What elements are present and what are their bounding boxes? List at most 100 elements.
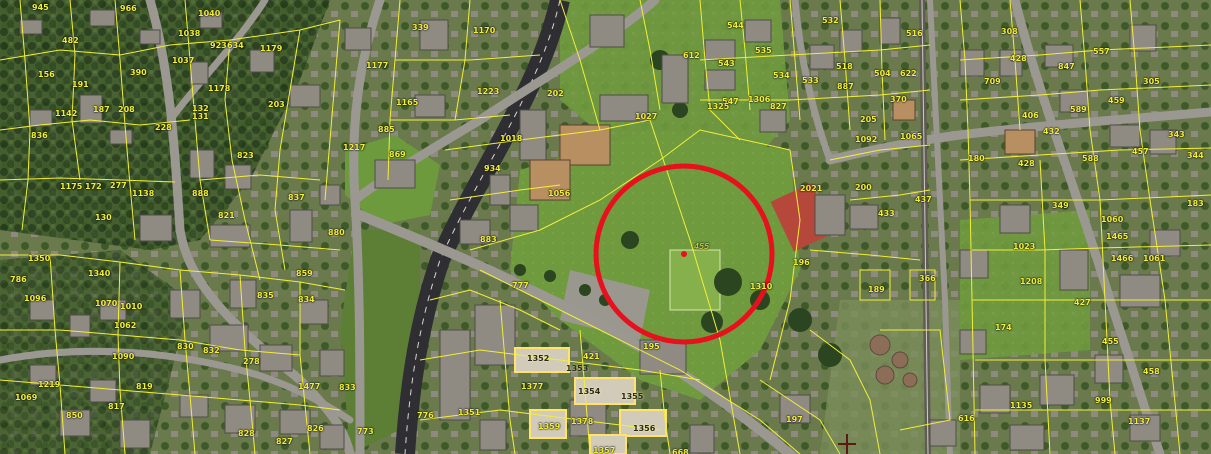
parcel-label-p57: 1090 — [112, 352, 135, 361]
parcel-label-p32: 339 — [412, 23, 429, 32]
parcel-label-p127: 349 — [1052, 201, 1069, 210]
parcel-label-p52: 835 — [257, 291, 274, 300]
parcel-label-p21: 131 — [192, 112, 209, 121]
parcel-label-p70: 1352 — [527, 354, 550, 363]
parcel-label-p58: 278 — [243, 357, 260, 366]
parcel-label-p102: 1065 — [900, 132, 923, 141]
parcel-label-p125: 457 — [1132, 147, 1149, 156]
parcel-label-p90: 518 — [836, 62, 853, 71]
parcel-label-p12: 191 — [72, 80, 89, 89]
parcel-label-p93: 547 — [722, 97, 739, 106]
parcel-label-p82: 777 — [512, 281, 529, 290]
parcel-label-p139: 1135 — [1010, 401, 1033, 410]
parcel-label-p40: 202 — [547, 89, 564, 98]
parcel-label-p22: 1175 — [60, 182, 83, 191]
focus-circle[interactable] — [593, 163, 775, 345]
parcel-label-p73: 1377 — [521, 382, 544, 391]
parcel-label-p100: 205 — [860, 115, 877, 124]
parcel-label-p16: 208 — [118, 105, 135, 114]
parcel-label-p34: 1177 — [366, 61, 389, 70]
parcel-label-p59: 1219 — [38, 380, 61, 389]
parcel-label-p2: 966 — [120, 4, 137, 13]
parcel-label-p83: 195 — [643, 342, 660, 351]
parcel-label-p19: 228 — [155, 123, 172, 132]
parcel-label-p135: 427 — [1074, 298, 1091, 307]
parcel-label-p69: 773 — [357, 427, 374, 436]
parcel-label-p18: 836 — [31, 131, 48, 140]
parcel-label-p120: 432 — [1043, 127, 1060, 136]
parcel-label-p44: 1056 — [548, 189, 571, 198]
parcel-label-p65: 827 — [276, 437, 293, 446]
parcel-label-p20: 132 — [192, 104, 209, 113]
parcel-label-p74: 1354 — [578, 387, 601, 396]
parcel-label-p92: 1306 — [748, 95, 771, 104]
parcel-label-p129: 1060 — [1101, 215, 1124, 224]
parcel-label-p62: 850 — [66, 411, 83, 420]
parcel-label-p88: 534 — [773, 71, 790, 80]
parcel-label-p53: 834 — [298, 295, 315, 304]
parcel-label-p146: 1310 — [750, 282, 773, 291]
parcel-label-p64: 828 — [238, 429, 255, 438]
parcel-label-p131: 1465 — [1106, 232, 1129, 241]
parcel-label-p41: 1018 — [500, 134, 523, 143]
parcel-label-p124: 588 — [1082, 154, 1099, 163]
parcel-label-p71: 421 — [583, 352, 600, 361]
parcel-label-p91: 612 — [683, 51, 700, 60]
parcel-label-p97: 504 — [874, 69, 891, 78]
parcel-label-p126: 344 — [1187, 151, 1204, 160]
parcel-label-p122: 180 — [968, 154, 985, 163]
parcel-label-p86: 535 — [755, 46, 772, 55]
parcel-label-p66: 826 — [307, 424, 324, 433]
parcel-label-p60: 819 — [136, 382, 153, 391]
parcel-label-p51: 1062 — [114, 321, 137, 330]
parcel-label-p23: 172 — [85, 182, 102, 191]
parcel-label-p4: 482 — [62, 36, 79, 45]
parcel-label-p48: 1096 — [24, 294, 47, 303]
focus-point-marker[interactable] — [681, 251, 687, 257]
parcel-label-p101: 1092 — [855, 135, 878, 144]
parcel-label-p137: 455 — [1102, 337, 1119, 346]
parcel-label-p6: 923 — [210, 41, 227, 50]
parcel-label-p132: 1466 — [1111, 254, 1134, 263]
parcel-label-p7: 634 — [227, 41, 244, 50]
parcel-label-p109: 366 — [919, 274, 936, 283]
parcel-label-p45: 883 — [480, 235, 497, 244]
parcel-label-p76: 1355 — [621, 392, 644, 401]
parcel-label-p54: 859 — [296, 269, 313, 278]
parcel-label-p111: 308 — [1001, 27, 1018, 36]
parcel-label-p72: 1353 — [566, 364, 589, 373]
parcel-label-p33: 1170 — [473, 26, 496, 35]
parcel-label-p98: 622 — [900, 69, 917, 78]
parcel-label-p81: 668 — [672, 448, 689, 454]
parcel-label-p55: 830 — [177, 342, 194, 351]
parcel-label-p25: 1138 — [132, 189, 155, 198]
parcel-label-p115: 305 — [1143, 77, 1160, 86]
parcel-label-p94: 1325 — [707, 102, 730, 111]
parcel-label-p24: 277 — [110, 181, 127, 190]
parcel-label-p108: 189 — [868, 285, 885, 294]
parcel-label-p39: 869 — [389, 150, 406, 159]
parcel-label-p96: 887 — [837, 82, 854, 91]
parcel-label-p27: 888 — [192, 189, 209, 198]
parcel-label-p141: 1137 — [1128, 417, 1151, 426]
parcel-label-p89: 533 — [802, 76, 819, 85]
parcel-label-p43: 1027 — [635, 112, 658, 121]
parcel-label-p13: 1178 — [208, 84, 231, 93]
parcel-label-p47: 1340 — [88, 269, 111, 278]
parcel-label-p107: 196 — [793, 258, 810, 267]
parcel-label-p26: 823 — [237, 151, 254, 160]
parcel-label-p117: 406 — [1022, 111, 1039, 120]
parcel-label-p140: 999 — [1095, 396, 1112, 405]
parcel-label-p118: 589 — [1070, 105, 1087, 114]
parcel-label-p112: 428 — [1010, 54, 1027, 63]
parcel-label-p29: 821 — [218, 211, 235, 220]
parcel-label-p78: 1359 — [538, 422, 561, 431]
parcel-label-p116: 709 — [984, 77, 1001, 86]
parcel-label-p143: 1350 — [28, 254, 51, 263]
parcel-label-p128: 183 — [1187, 199, 1204, 208]
parcel-label-p80: 1357 — [593, 446, 616, 454]
parcel-label-p17: 203 — [268, 100, 285, 109]
